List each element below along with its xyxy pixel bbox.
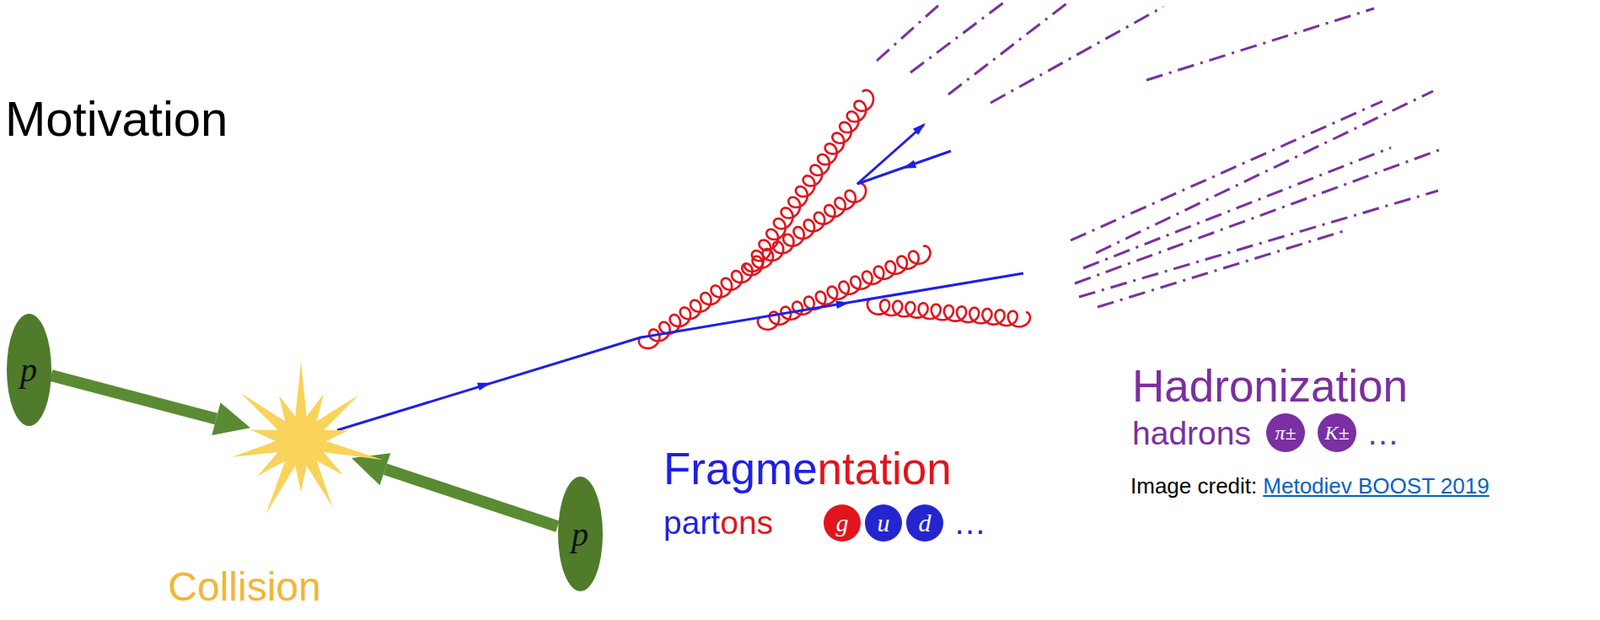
hadron-track [1070,101,1383,241]
hadron-track [1146,8,1375,81]
circle-fill [823,504,861,542]
slide-title: Motivation [5,91,228,148]
stage-label: Fragmentation [663,443,952,495]
beam-arrow [351,452,559,527]
stage-label: Hadronization [1132,360,1408,413]
hadron-track [1074,148,1444,284]
collision-star: Collision [250,390,352,492]
beam-head [211,402,251,435]
node-letter: K± [1324,421,1349,445]
parton-circle: g [823,504,861,542]
quark-arrow [835,300,850,309]
circle-fill [1266,413,1305,452]
gluon-line [638,182,866,349]
node-letter: π± [1274,421,1296,445]
credit-text: Image credit: [1130,473,1257,500]
beam-shaft [385,468,559,527]
quark-line [857,124,924,184]
hadron-track [910,1,1005,73]
hadron-track [876,1,943,61]
hadron-track [1097,229,1349,307]
quark-line [337,273,1024,430]
circle-fill [1317,413,1357,452]
proton-ellipse: p [558,476,603,591]
gluon-line [744,90,874,272]
antiquark-line [857,150,951,184]
hadron-circle: π± [1266,413,1305,452]
beam-arrow [51,375,252,435]
proton-ellipse: p [6,313,52,426]
node-letter: d [918,508,932,537]
stage-sublabel: partons [663,504,774,543]
hadron-circle: K± [1317,413,1357,452]
node-letter: u [877,508,891,537]
credit-link: Metodiev BOOST 2019 [1262,473,1489,500]
parton-circle: d [906,504,944,542]
node-letter: p [571,514,589,554]
hadron-track [1079,190,1439,297]
collision-label: Collision [167,566,321,607]
ellipsis: … [953,504,987,543]
hadron-track [1095,91,1434,253]
parton-circle: u [864,504,903,542]
hadron-track [990,6,1164,103]
quark-arrow [902,160,917,169]
quark-arrow [912,123,926,135]
star-outline [250,390,352,492]
quark-arrow [477,382,492,391]
node-letter: g [836,508,849,537]
circle-fill [906,504,944,542]
ellipse-fill [558,476,603,591]
circle-fill [864,504,903,542]
hadron-track [948,1,1069,95]
ellipse-fill [6,313,52,426]
stage-sublabel: hadrons [1132,414,1252,453]
beam-shaft [51,375,217,419]
star-shape [231,360,383,515]
gluon-line [867,298,1031,327]
ellipsis: … [1366,414,1400,453]
node-letter: p [20,349,38,390]
